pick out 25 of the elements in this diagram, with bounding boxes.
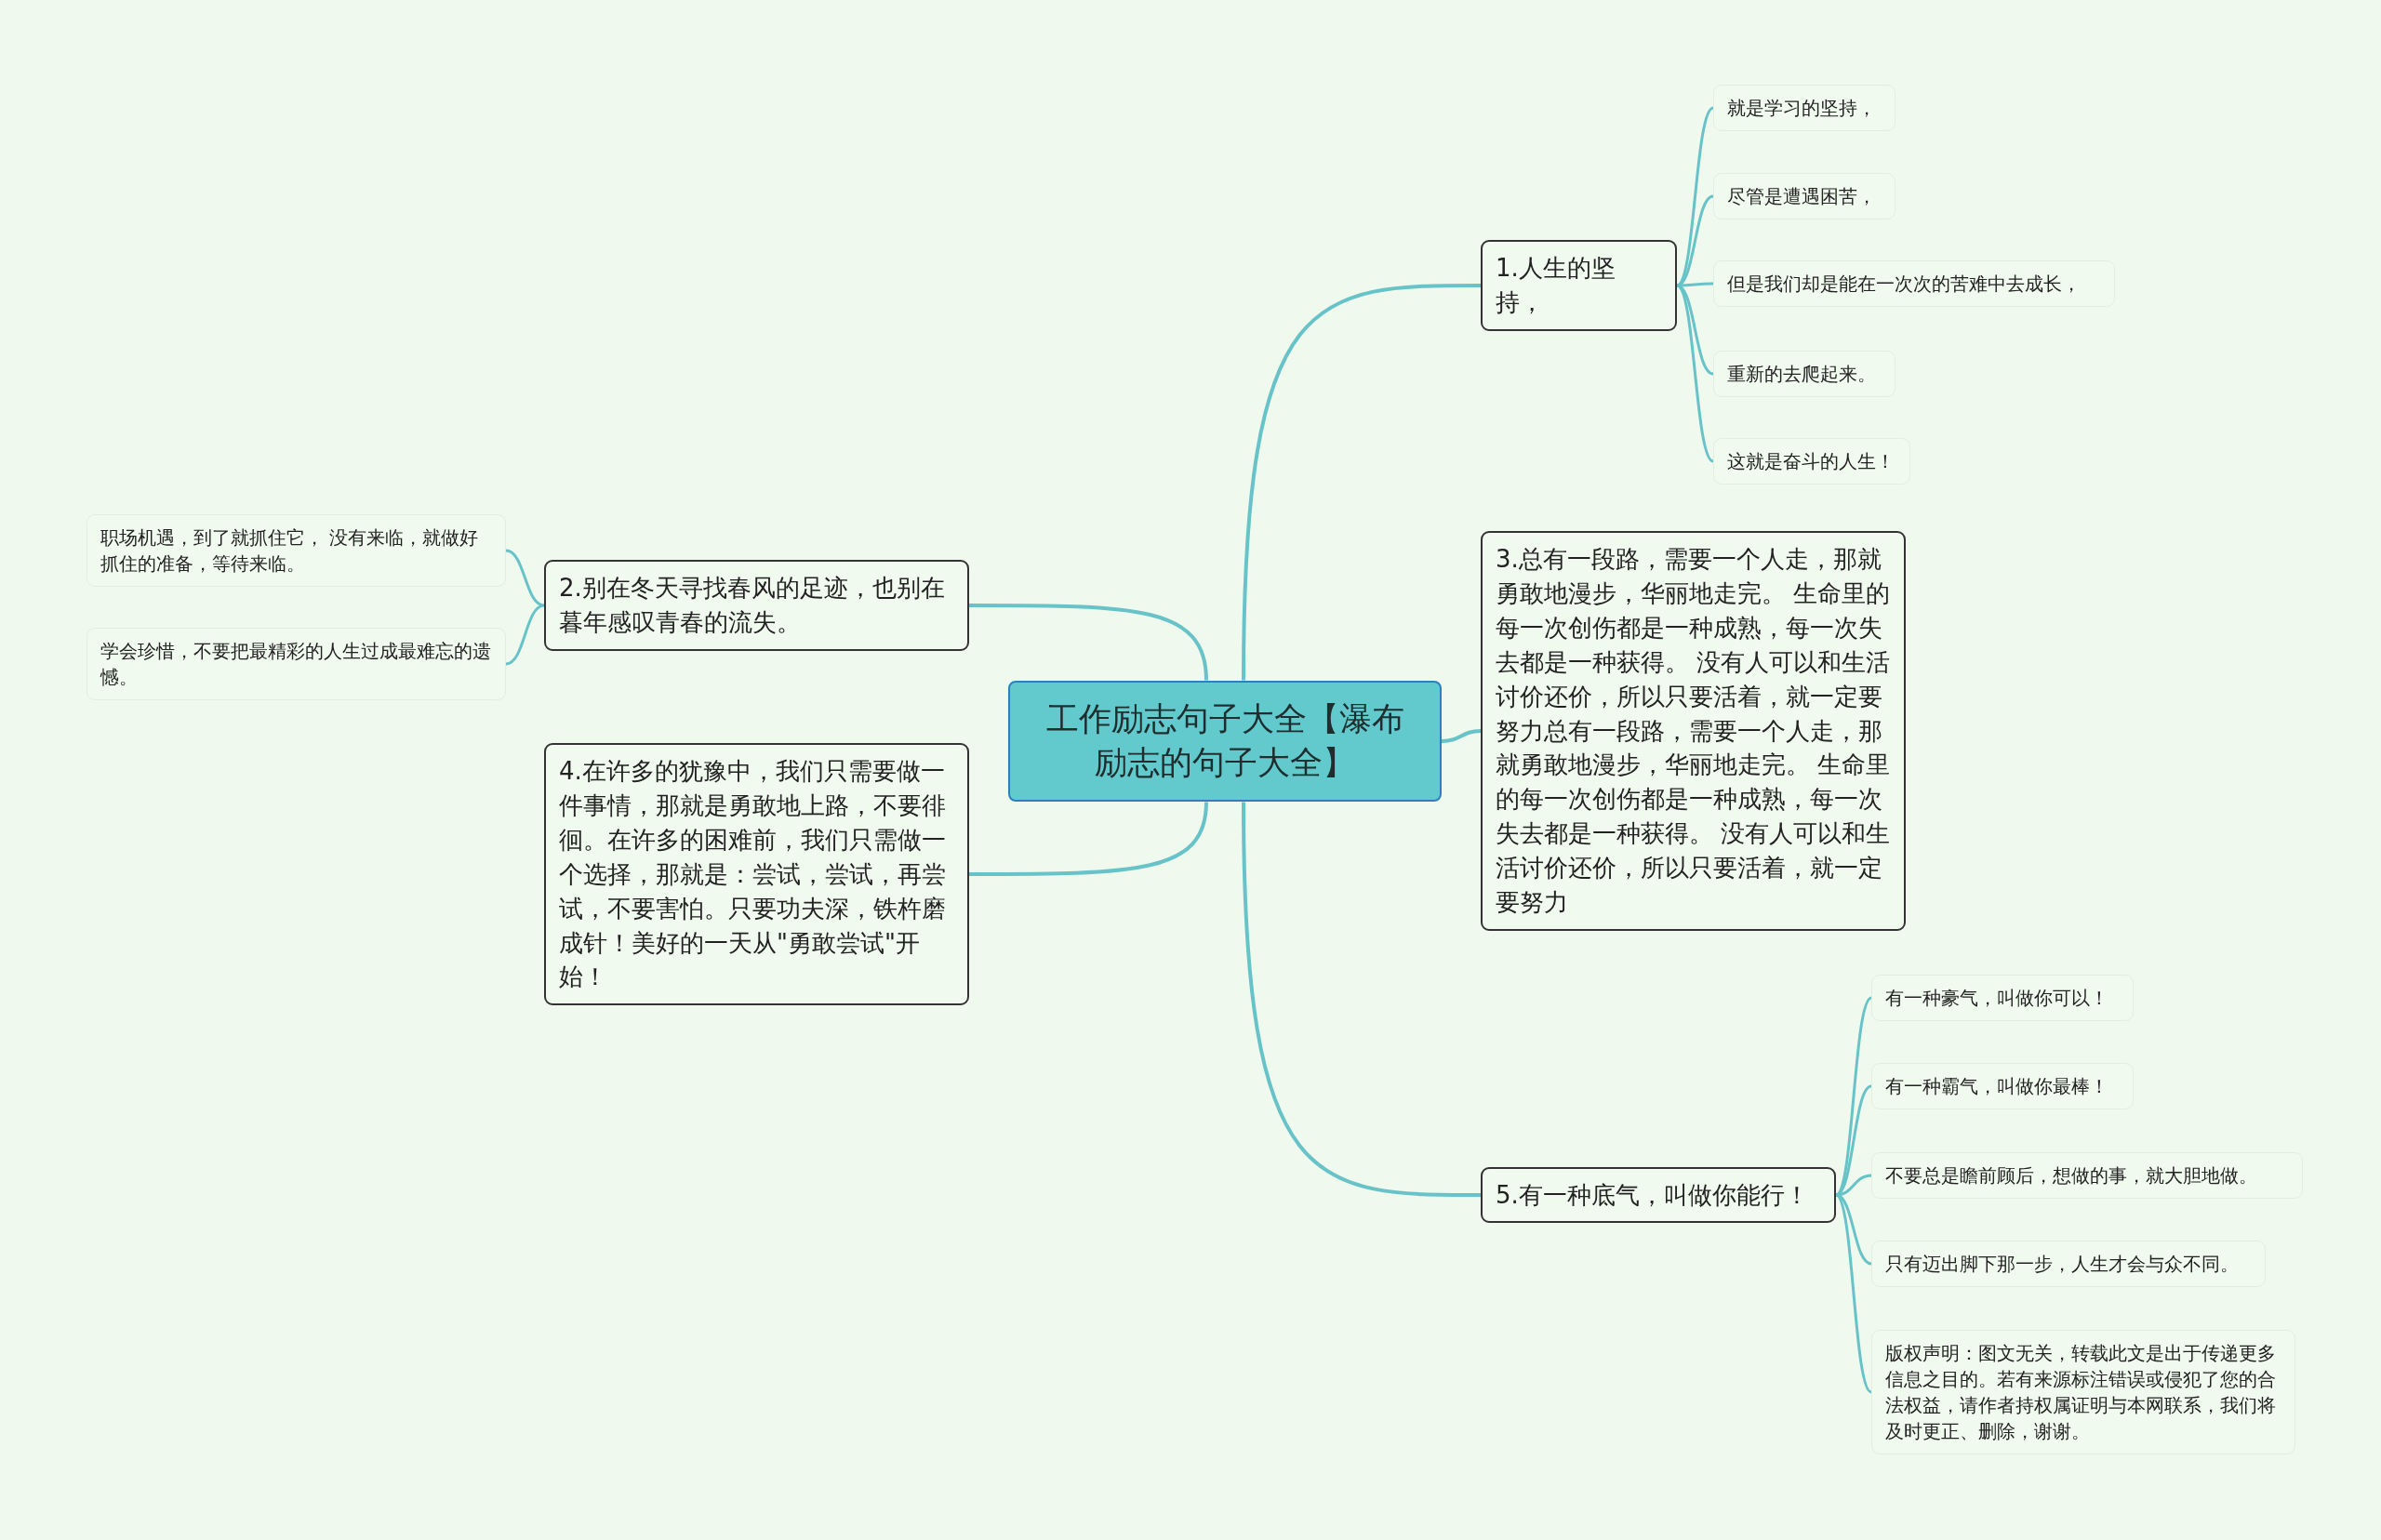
topic-box: 5.有一种底气，叫做你能行！ — [1481, 1166, 1836, 1224]
subtopic-box: 这就是奋斗的人生！ — [1713, 438, 1910, 485]
central-topic: 工作励志句子大全【瀑布励志的句子大全】 — [1008, 680, 1442, 802]
connector — [969, 802, 1208, 876]
subtopic-box: 学会珍惜，不要把最精彩的人生过成最难忘的遗憾。 — [86, 628, 506, 700]
subtopic-box: 职场机遇，到了就抓住它， 没有来临，就做好抓住的准备，等待来临。 — [86, 514, 506, 587]
subtopic-box: 有一种豪气，叫做你可以！ — [1871, 975, 2134, 1021]
topic-box: 4.在许多的犹豫中，我们只需要做一件事情，那就是勇敢地上路，不要徘徊。在许多的困难前，我们只需做一个选择，那就是：尝试，尝试，再尝试，不要害怕。只要功夫深，铁杵磨成针！美好的一天从"勇敢尝试"开始！ — [544, 743, 969, 1006]
topic-box: 1.人生的坚持， — [1481, 240, 1677, 331]
subtopic-box: 就是学习的坚持， — [1713, 85, 1895, 131]
topic-box: 3.总有一段路，需要一个人走，那就勇敢地漫步，华丽地走完。 生命里的每一次创伤都是一种成熟，每一次失去都是一种获得。 没有人可以和生活讨价还价，所以只要活着，就一定要努力总有一段路，需要一个人走，那就勇敢地漫步，华丽地走完。 生命里的每一次创伤都是一种成熟，每一次失去都是一种获得。 没有人可以和生活讨价还价，所以只要活着，就一定要努力 — [1481, 531, 1906, 931]
topic-box: 2.别在冬天寻找春风的足迹，也别在暮年感叹青春的流失。 — [544, 560, 969, 651]
connector — [1242, 284, 1481, 681]
subtopic-box: 尽管是遭遇困苦， — [1713, 173, 1895, 219]
connector — [505, 549, 545, 607]
subtopic-box: 重新的去爬起来。 — [1713, 351, 1895, 397]
connector — [505, 604, 545, 666]
subtopic-box: 版权声明：图文无关，转载此文是出于传递更多信息之目的。若有来源标注错误或侵犯了您的合法权益，请作者持权属证明与本网联系，我们将及时更正、删除，谢谢。 — [1871, 1330, 2295, 1454]
connector — [969, 604, 1208, 681]
subtopic-box: 不要总是瞻前顾后，想做的事，就大胆地做。 — [1871, 1152, 2303, 1199]
subtopic-box: 只有迈出脚下那一步，人生才会与众不同。 — [1871, 1241, 2266, 1287]
connector — [1441, 729, 1482, 743]
subtopic-box: 但是我们却是能在一次次的苦难中去成长， — [1713, 260, 2115, 307]
subtopic-box: 有一种霸气，叫做你最棒！ — [1871, 1063, 2134, 1109]
connector — [1242, 802, 1481, 1197]
